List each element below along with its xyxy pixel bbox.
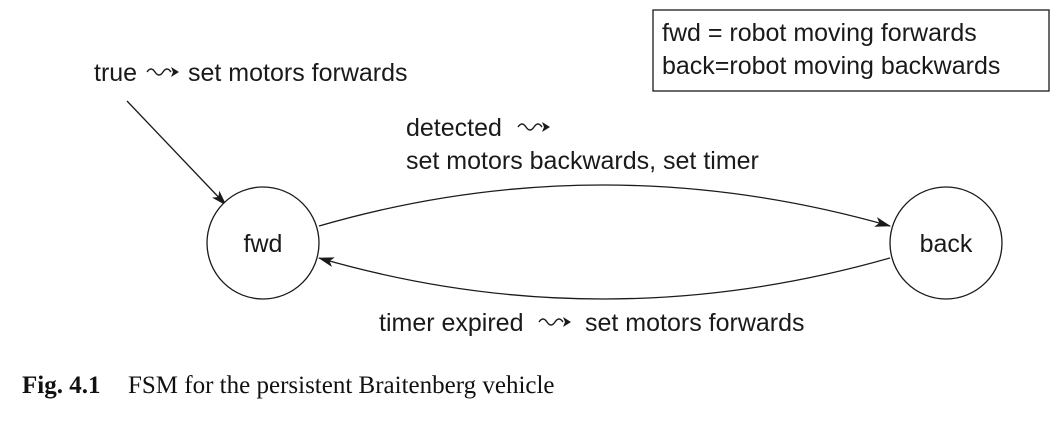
state-fwd: fwd bbox=[206, 186, 320, 300]
state-back-circle bbox=[889, 186, 1003, 300]
initial-condition: true bbox=[94, 59, 137, 87]
state-fwd-label: fwd bbox=[244, 230, 283, 258]
leads-to-icon bbox=[517, 123, 543, 131]
detected-action: set motors backwards, set timer bbox=[406, 147, 759, 175]
state-back: back bbox=[889, 186, 1003, 300]
legend: fwd = robot moving forwards back=robot m… bbox=[652, 9, 1050, 92]
leads-to-icon bbox=[146, 68, 172, 76]
transition-back-to-fwd-arrow bbox=[318, 257, 891, 300]
transition-fwd-to-back-arrow bbox=[318, 184, 891, 227]
state-back-label: back bbox=[920, 230, 973, 258]
detected-condition: detected bbox=[406, 114, 502, 142]
leads-to-arrowhead-icon bbox=[542, 122, 550, 132]
leads-to-icon bbox=[538, 318, 564, 326]
legend-box bbox=[652, 9, 1050, 92]
initial-arrow bbox=[126, 100, 227, 206]
leads-to-arrowhead-icon bbox=[171, 67, 179, 77]
timer-condition: timer expired bbox=[379, 309, 524, 337]
transition-back-to-fwd-label: timer expired set motors forwards bbox=[379, 309, 805, 337]
figure-caption: Fig. 4.1 FSM for the persistent Braitenb… bbox=[22, 372, 555, 399]
caption-number: Fig. 4.1 bbox=[22, 372, 100, 399]
legend-line-fwd: fwd = robot moving forwards bbox=[662, 19, 977, 47]
transition-fwd-to-back-label: detected set motors backwards, set timer bbox=[406, 114, 759, 175]
legend-line-back: back=robot moving backwards bbox=[662, 52, 1000, 80]
leads-to-arrowhead-icon bbox=[563, 317, 571, 327]
initial-action: set motors forwards bbox=[188, 59, 408, 87]
caption-text: FSM for the persistent Braitenberg vehic… bbox=[128, 372, 555, 399]
state-fwd-circle bbox=[206, 186, 320, 300]
initial-transition-label: true set motors forwards bbox=[94, 59, 408, 87]
timer-action: set motors forwards bbox=[585, 309, 805, 337]
